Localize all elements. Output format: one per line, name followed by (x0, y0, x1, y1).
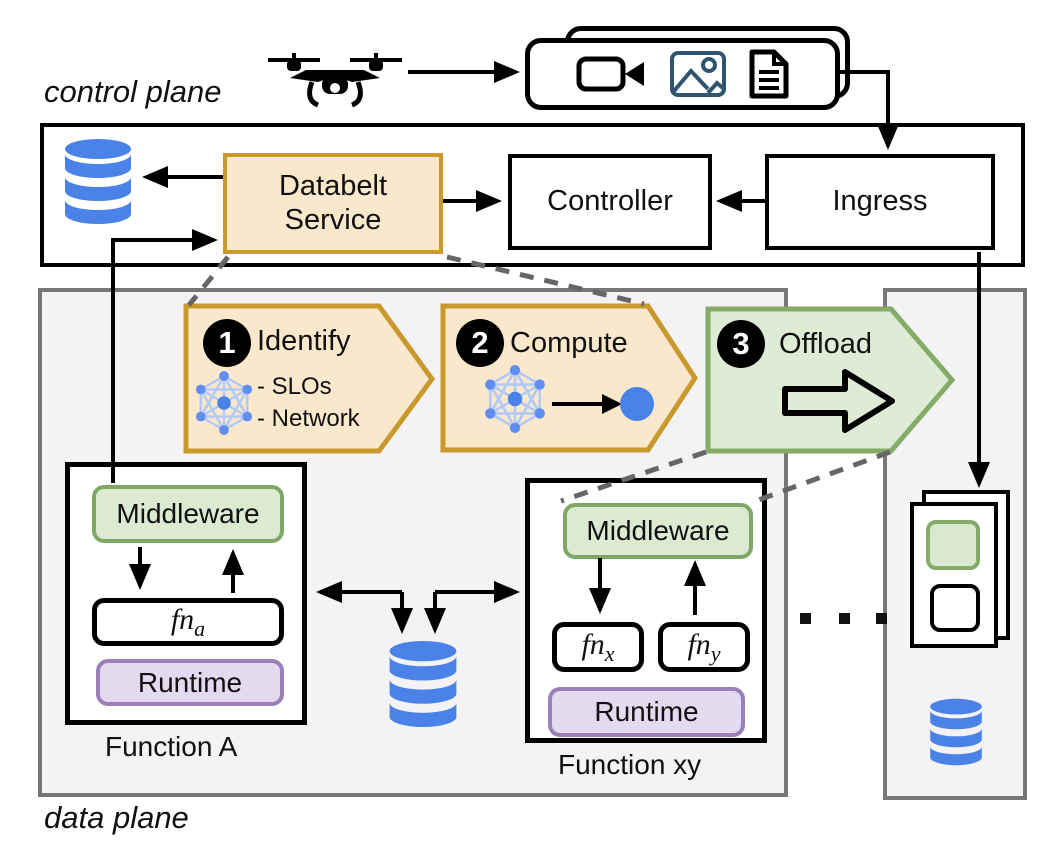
fn-y-chip: fny (658, 622, 750, 672)
graph-icon (484, 365, 546, 433)
function-xy-box: Middleware fnx fny Runtime (525, 478, 767, 743)
fn-a-label: fna (170, 602, 206, 641)
function-a-caption: Function A (105, 731, 238, 762)
fn-x-chip: fnx (552, 622, 644, 672)
database-icon (385, 640, 461, 728)
runtime-chip: Runtime (96, 659, 284, 706)
step-compute: 2 Compute (440, 303, 698, 453)
document-icon (748, 49, 790, 99)
device-card (525, 38, 840, 110)
middleware-label: Middleware (116, 498, 260, 529)
step-offload-label: Offload (779, 328, 872, 360)
function-a-box: Middleware fna Runtime (65, 462, 307, 725)
databelt-service-label: Databelt Service (278, 170, 387, 236)
middleware-chip: Middleware (563, 503, 753, 559)
middleware-chip-icon (926, 520, 980, 570)
step-number-badge: 2 (456, 319, 504, 367)
data-plane-label: data plane (44, 800, 189, 835)
database-icon (63, 138, 133, 225)
step-identify-label: Identify (257, 325, 351, 357)
fn-y-label: fny (687, 627, 721, 666)
step-compute-label: Compute (510, 327, 628, 359)
page-stack-front (910, 502, 998, 648)
drone-icon (266, 50, 404, 110)
middleware-label: Middleware (586, 515, 730, 546)
controller-box: Controller (508, 154, 712, 250)
ingress-box: Ingress (765, 154, 995, 250)
runtime-label: Runtime (594, 696, 699, 727)
step-offload: 3 Offload (705, 306, 955, 454)
step-number-badge: 3 (717, 320, 765, 368)
controller-label: Controller (547, 185, 673, 218)
ingress-label: Ingress (832, 185, 928, 218)
runtime-chip: Runtime (548, 687, 745, 737)
compute-result-icon (550, 385, 654, 423)
video-camera-icon (576, 54, 648, 94)
fn-x-label: fnx (581, 627, 615, 666)
fn-a-chip: fna (92, 598, 284, 646)
middleware-chip: Middleware (92, 485, 284, 543)
control-plane-label: control plane (44, 74, 222, 109)
offload-arrow-icon (781, 364, 897, 438)
image-icon (669, 51, 726, 97)
database-icon (925, 698, 987, 766)
step-identify: 1 Identify - SLOs - Ne (183, 303, 435, 454)
graph-icon (195, 371, 253, 435)
step-number-badge: 1 (203, 319, 251, 367)
step-identify-details: - SLOs - Network (257, 373, 360, 433)
databelt-service-box: Databelt Service (223, 153, 443, 254)
runtime-label: Runtime (137, 666, 243, 698)
function-xy-caption: Function xy (558, 749, 702, 780)
function-chip-icon (930, 584, 980, 632)
